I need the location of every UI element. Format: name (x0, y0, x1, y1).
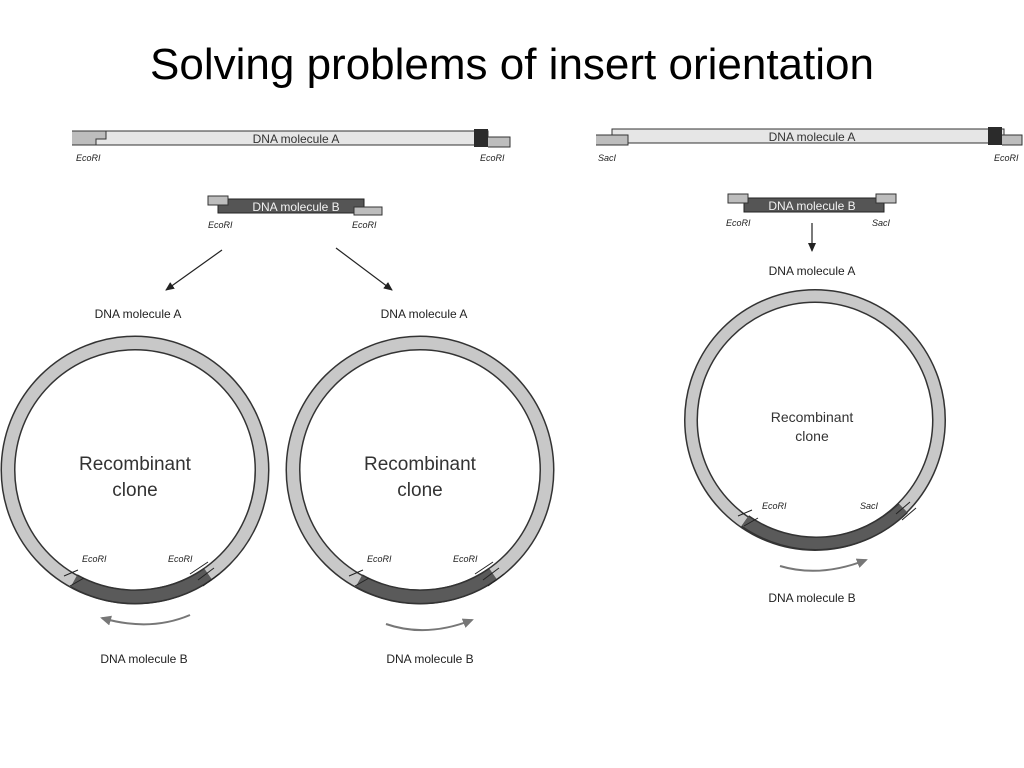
site-label-left: SacI (598, 153, 617, 163)
site-label-right: EcoRI (352, 220, 377, 230)
sticky-end-left (72, 130, 107, 146)
site-label-right: EcoRI (168, 554, 193, 564)
site-label-left: EcoRI (208, 220, 233, 230)
plasmid-ring (0, 335, 270, 605)
site-label-left: EcoRI (76, 153, 101, 163)
clone-top-label: DNA molecule A (95, 307, 182, 321)
molecule-b-label: DNA molecule B (252, 200, 339, 214)
arrow-to-clone-2 (335, 247, 393, 291)
orientation-arrow-left (100, 614, 191, 626)
site-label-right: SacI (872, 218, 891, 228)
clone-top-label: DNA molecule A (381, 307, 468, 321)
left-molecule-a: DNA molecule A (72, 129, 511, 148)
site-label-right: EcoRI (480, 153, 505, 163)
site-label-left: EcoRI (762, 501, 787, 511)
clone-center-line2: clone (397, 480, 442, 501)
molecule-a-label: DNA molecule A (769, 130, 856, 144)
sticky-end-right (488, 136, 511, 148)
clone-center-line1: Recombinant (79, 454, 192, 475)
plasmid-ring (285, 335, 555, 605)
site-label-right: EcoRI (994, 153, 1019, 163)
clone-center-line1: Recombinant (364, 454, 477, 475)
site-label-right: EcoRI (453, 554, 478, 564)
sticky-end-right-dark (474, 129, 488, 147)
right-molecule-b: DNA molecule B (727, 193, 897, 213)
clone-center-line1: Recombinant (771, 409, 854, 425)
arrow-to-clone-1 (165, 249, 223, 291)
right-molecule-a: DNA molecule A (596, 127, 1023, 146)
page-title: Solving problems of insert orientation (150, 40, 874, 89)
clone-center-line2: clone (112, 480, 157, 501)
molecule-a-label: DNA molecule A (253, 132, 340, 146)
site-label-left: EcoRI (367, 554, 392, 564)
site-label-left: EcoRI (726, 218, 751, 228)
clone-center-line2: clone (795, 428, 829, 444)
molecule-b-label: DNA molecule B (768, 199, 855, 213)
clone-bottom-label: DNA molecule B (100, 652, 187, 666)
orientation-arrow-right (385, 618, 474, 632)
site-label-right: SacI (860, 501, 879, 511)
clone-bottom-label: DNA molecule B (768, 591, 855, 605)
plasmid-ring (684, 289, 946, 551)
left-molecule-b: DNA molecule B (207, 195, 383, 216)
clone-top-label: DNA molecule A (769, 264, 856, 278)
orientation-arrow-right (779, 558, 868, 572)
clone-bottom-label: DNA molecule B (386, 652, 473, 666)
site-label-left: EcoRI (82, 554, 107, 564)
